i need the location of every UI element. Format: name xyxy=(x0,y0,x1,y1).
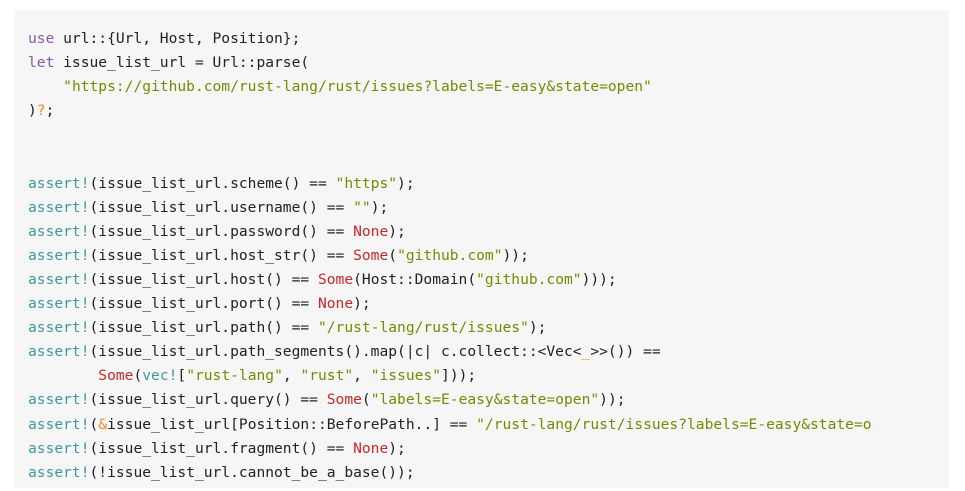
code-token-plain: (issue_list_url.username() == xyxy=(89,198,354,216)
code-token-mac: assert! xyxy=(28,246,90,264)
code-token-mac: assert! xyxy=(28,319,90,337)
code-line: assert!(issue_list_url.fragment() == Non… xyxy=(28,437,949,461)
code-line: assert!(issue_list_url.path() == "/rust-… xyxy=(28,316,949,340)
code-token-kw: let xyxy=(28,54,55,72)
code-token-op: ? xyxy=(36,102,46,120)
code-listing: use url::{Url, Host, Position};let issue… xyxy=(14,10,949,485)
code-token-mac: vec! xyxy=(142,367,178,385)
code-token-str: "rust-lang" xyxy=(186,367,283,385)
code-token-plain: ; xyxy=(45,102,55,120)
code-token-op: _ xyxy=(581,343,591,361)
code-token-str: "/rust-lang/rust/issues?labels=E-easy&st… xyxy=(476,415,872,433)
code-token-plain: ) xyxy=(28,102,37,120)
code-line: assert!(issue_list_url.username() == "")… xyxy=(28,196,949,220)
code-token-plain: ])); xyxy=(441,367,477,385)
code-token-plain: ( xyxy=(388,246,398,264)
code-token-plain: (Host::Domain( xyxy=(353,270,477,288)
code-token-mac: assert! xyxy=(28,439,90,457)
code-token-mac: assert! xyxy=(28,415,90,433)
code-token-plain: ( xyxy=(89,415,99,433)
code-token-opt: Some xyxy=(326,391,362,409)
code-token-str: "labels=E-easy&state=open" xyxy=(370,391,600,409)
code-block: use url::{Url, Host, Position};let issue… xyxy=(14,10,949,488)
code-token-plain: )); xyxy=(599,391,626,409)
code-token-plain: (issue_list_url.password() == xyxy=(89,222,354,240)
code-line: assert!(issue_list_url.query() == Some("… xyxy=(28,388,949,412)
code-token-str: "https://github.com/rust-lang/rust/issue… xyxy=(63,78,652,96)
code-token-plain: ( xyxy=(361,391,371,409)
code-token-opt: Some xyxy=(353,246,389,264)
code-token-mac: assert! xyxy=(28,198,90,216)
code-token-str: "" xyxy=(353,198,371,216)
code-token-plain: (issue_list_url.host() == xyxy=(89,270,318,288)
code-line: assert!(issue_list_url.host_str() == Som… xyxy=(28,244,949,268)
code-token-plain: (issue_list_url.host_str() == xyxy=(89,246,354,264)
code-token-plain xyxy=(28,78,63,95)
code-token-plain: (issue_list_url.path() == xyxy=(89,319,318,337)
code-line: "https://github.com/rust-lang/rust/issue… xyxy=(28,75,949,99)
code-token-plain: ); xyxy=(353,295,371,313)
code-token-plain: , xyxy=(353,367,371,385)
code-token-plain: issue_list_url = Url::parse( xyxy=(54,54,310,72)
code-token-plain: ( xyxy=(133,367,143,385)
code-token-op: & xyxy=(98,415,108,433)
code-token-opt: None xyxy=(353,222,389,240)
code-line: let issue_list_url = Url::parse( xyxy=(28,51,949,75)
code-line: assert!(!issue_list_url.cannot_be_a_base… xyxy=(28,461,949,485)
code-token-plain: url::{Url, Host, Position}; xyxy=(54,30,301,47)
code-token-mac: assert! xyxy=(28,343,90,361)
code-token-plain: ); xyxy=(370,198,389,216)
code-token-mac: assert! xyxy=(28,222,90,240)
code-token-str: "github.com" xyxy=(476,270,582,288)
code-token-plain: )); xyxy=(502,246,529,264)
code-token-plain: (issue_list_url.fragment() == xyxy=(89,439,354,457)
code-token-str: "rust" xyxy=(300,367,354,385)
code-token-plain: (issue_list_url.query() == xyxy=(89,391,327,409)
code-token-kw: use xyxy=(28,30,55,47)
code-token-str: "issues" xyxy=(370,367,442,385)
code-line: assert!(&issue_list_url[Position::Before… xyxy=(28,413,949,437)
code-token-plain: ); xyxy=(528,319,547,337)
code-token-opt: Some xyxy=(98,367,134,385)
code-token-mac: assert! xyxy=(28,295,90,313)
code-token-plain: ))); xyxy=(581,270,617,288)
code-token-plain: (issue_list_url.scheme() == xyxy=(89,174,336,192)
code-token-plain: (issue_list_url.port() == xyxy=(89,295,318,313)
code-line: assert!(issue_list_url.password() == Non… xyxy=(28,220,949,244)
code-token-str: "github.com" xyxy=(397,246,503,264)
code-token-plain: , xyxy=(282,367,301,385)
code-token-plain xyxy=(28,367,98,384)
code-token-plain: ); xyxy=(388,439,406,457)
code-token-mac: assert! xyxy=(28,463,90,481)
code-token-plain: >>()) == xyxy=(590,343,661,361)
code-token-plain: ); xyxy=(388,222,406,240)
code-line xyxy=(28,123,949,147)
code-token-mac: assert! xyxy=(28,174,90,192)
code-line xyxy=(28,147,949,171)
code-token-plain: (!issue_list_url.cannot_be_a_base()); xyxy=(89,463,415,481)
code-token-plain: (issue_list_url.path_segments().map(|c| … xyxy=(89,343,582,361)
code-token-plain: ); xyxy=(397,174,415,192)
code-line: assert!(issue_list_url.scheme() == "http… xyxy=(28,172,949,196)
code-token-plain: [ xyxy=(177,367,187,385)
code-line: Some(vec!["rust-lang", "rust", "issues"]… xyxy=(28,364,949,388)
code-line: )?; xyxy=(28,99,949,123)
code-token-opt: Some xyxy=(317,270,354,288)
code-token-opt: None xyxy=(353,439,389,457)
code-line: use url::{Url, Host, Position}; xyxy=(28,27,949,51)
code-line: assert!(issue_list_url.path_segments().m… xyxy=(28,340,949,364)
code-token-plain: issue_list_url[Position::BeforePath..] =… xyxy=(107,415,477,433)
code-line: assert!(issue_list_url.port() == None); xyxy=(28,292,949,316)
code-line: assert!(issue_list_url.host() == Some(Ho… xyxy=(28,268,949,292)
code-token-mac: assert! xyxy=(28,391,90,409)
code-token-mac: assert! xyxy=(28,270,90,288)
code-token-str: "/rust-lang/rust/issues" xyxy=(317,319,529,337)
code-token-opt: None xyxy=(317,295,354,313)
code-token-str: "https" xyxy=(335,174,398,192)
